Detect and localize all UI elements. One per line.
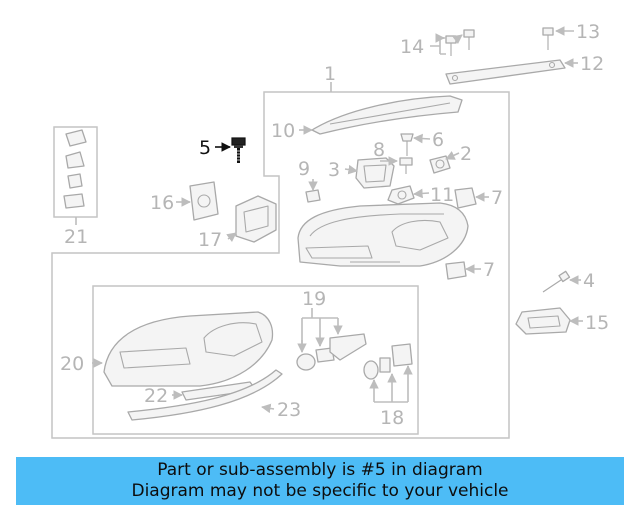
callout-13: 13 xyxy=(576,21,600,43)
part-10-trim-strip xyxy=(311,95,463,135)
callout-15: 15 xyxy=(585,312,609,334)
part-18-bulbs xyxy=(363,343,413,380)
part-12-bracket xyxy=(445,59,566,85)
callout-16: 16 xyxy=(150,192,174,214)
callout-14: 14 xyxy=(400,36,424,58)
part-3-bracket xyxy=(355,157,395,189)
banner-line-disclaimer: Diagram may not be specific to your vehi… xyxy=(131,481,509,501)
callout-12: 12 xyxy=(580,53,604,75)
callout-20: 20 xyxy=(60,353,84,375)
part-23-strip xyxy=(127,369,283,421)
part-7b-clip xyxy=(445,261,467,280)
callout-5: 5 xyxy=(199,137,211,159)
part-11-actuator xyxy=(387,185,415,205)
callout-2: 2 xyxy=(460,143,472,165)
callout-7a: 7 xyxy=(491,187,503,209)
part-2-grommet xyxy=(429,155,451,174)
part-5-bolt xyxy=(231,137,246,163)
part-8-screw xyxy=(399,157,413,174)
callout-labels: 1 2 3 4 5 6 7 7 8 9 10 11 12 13 14 15 16… xyxy=(60,21,609,429)
headlamp-assembly xyxy=(297,202,469,267)
part-7a-clip xyxy=(454,187,477,209)
assembly-frame xyxy=(51,91,510,439)
callout-7b: 7 xyxy=(483,259,495,281)
part-20-headlamp xyxy=(103,311,274,387)
part-15-module xyxy=(515,307,571,335)
part-6-screw xyxy=(400,133,414,156)
callout-6: 6 xyxy=(432,129,444,151)
part-21-brackets xyxy=(63,129,87,209)
inner-headlamp-frame xyxy=(92,285,419,435)
callout-4: 4 xyxy=(583,270,595,292)
callout-10: 10 xyxy=(271,120,295,142)
callout-17: 17 xyxy=(198,229,222,251)
callout-19: 19 xyxy=(302,288,326,310)
callout-21: 21 xyxy=(64,226,88,248)
callout-8: 8 xyxy=(373,139,385,161)
callout-9: 9 xyxy=(298,158,310,180)
callout-11: 11 xyxy=(430,184,454,206)
callout-3: 3 xyxy=(328,159,340,181)
info-banner: Part or sub-assembly is #5 in diagram Di… xyxy=(16,457,624,505)
callout-1: 1 xyxy=(324,63,336,85)
leader-lines xyxy=(75,26,583,414)
callout-22: 22 xyxy=(144,385,168,407)
part-19-gaskets xyxy=(296,333,367,371)
banner-line-part: Part or sub-assembly is #5 in diagram xyxy=(157,460,483,480)
part-4-screw xyxy=(542,270,571,293)
callout-23: 23 xyxy=(277,399,301,421)
part-17-housing xyxy=(235,195,277,243)
parts-diagram: 1 2 3 4 5 6 7 7 8 9 10 11 12 13 14 15 16… xyxy=(51,21,609,439)
part-14-bolts xyxy=(445,29,475,56)
part-16-ballast xyxy=(189,181,219,221)
callout-18: 18 xyxy=(380,407,404,429)
part-9-clip xyxy=(305,189,321,203)
part-13-bolt xyxy=(542,27,554,50)
